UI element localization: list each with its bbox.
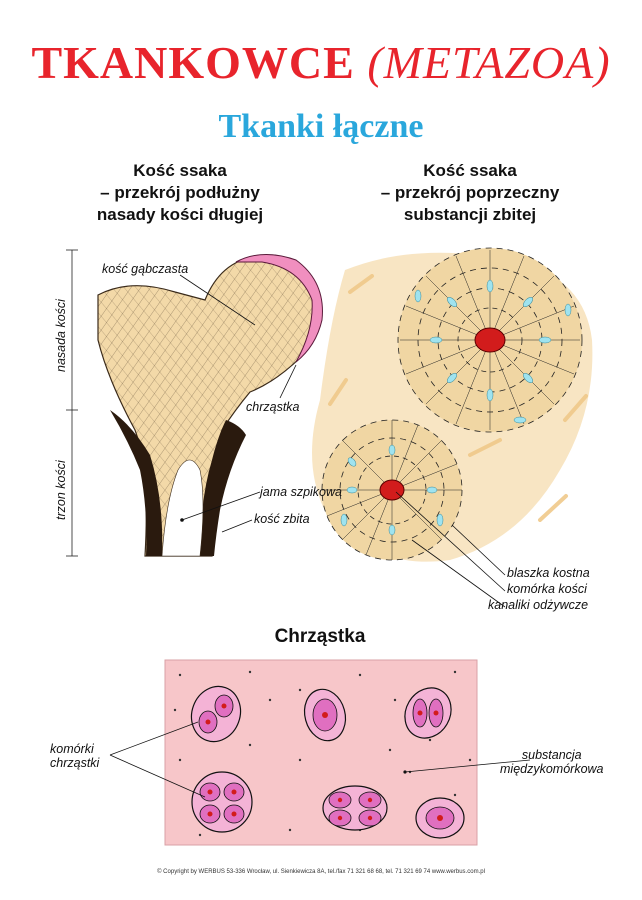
- haversian-canal-upper: [474, 327, 506, 353]
- label-matrix-line2: międzykomórkowa: [500, 762, 604, 776]
- label-bone-cell: komórka kości: [507, 582, 587, 596]
- page-title: TKANKOWCE (METAZOA): [0, 36, 642, 89]
- right-heading-line1: Kość ssaka: [423, 161, 517, 180]
- right-heading-line2: – przekrój poprzeczny: [380, 183, 560, 202]
- haversian-canal-lower: [379, 479, 405, 501]
- label-cartilage-cells-line1: komórki: [50, 742, 94, 756]
- label-cartilage: chrząstka: [246, 400, 300, 414]
- compact-bone-right: [200, 420, 246, 556]
- femur-section-diagram: [66, 249, 323, 557]
- right-heading-line3: substancji zbitej: [403, 205, 537, 224]
- left-heading-line3: nasady kości długiej: [96, 205, 264, 224]
- label-matrix-line1: substancja: [521, 748, 582, 762]
- chondrocyte-group-1: [190, 685, 242, 743]
- label-bone-lamella: blaszka kostna: [507, 566, 590, 580]
- chondrocyte-group-5: [322, 785, 388, 831]
- label-canals: kanaliki odżywcze: [488, 598, 589, 612]
- right-panel-heading: Kość ssaka – przekrój poprzeczny substan…: [350, 160, 590, 226]
- chondrocyte-group-2: [303, 688, 347, 742]
- label-compact-bone: kość zbita: [254, 512, 310, 526]
- osteon-lower: [321, 419, 463, 561]
- cartilage-diagram: [109, 659, 531, 846]
- left-heading-line1: Kość ssaka: [133, 161, 227, 180]
- left-heading-line2: – przekrój podłużny: [100, 183, 260, 202]
- osteon-upper: [397, 247, 583, 433]
- chondrocyte-group-3: [404, 687, 452, 739]
- osteon-diagram: [312, 247, 593, 608]
- cartilage-cap-shape: [235, 254, 323, 363]
- label-spongy-bone: kość gąbczasta: [102, 262, 189, 276]
- label-marrow-cavity: jama szpikowa: [260, 485, 342, 499]
- page-subtitle: Tkanki łączne: [218, 108, 424, 145]
- marrow-cavity: [161, 459, 204, 557]
- title-latin: (METAZOA): [367, 37, 611, 88]
- label-matrix: substancja międzykomórkowa: [500, 748, 604, 776]
- bottom-panel-heading: Chrząstka: [274, 626, 366, 647]
- chondrocyte-group-6: [415, 797, 465, 839]
- label-cartilage-cells: komórki chrząstki: [50, 742, 99, 770]
- label-epiphysis: nasada kości: [54, 299, 68, 372]
- label-cartilage-cells-line2: chrząstki: [50, 756, 100, 770]
- chondrocyte-group-4: [191, 771, 253, 833]
- compact-bone-left: [110, 410, 163, 556]
- left-panel-heading: Kość ssaka – przekrój podłużny nasady ko…: [60, 160, 300, 226]
- title-main: TKANKOWCE: [31, 37, 355, 88]
- copyright-footer: © Copyright by WERBUS 53-336 Wrocław, ul…: [157, 869, 485, 875]
- label-shaft: trzon kości: [54, 460, 68, 520]
